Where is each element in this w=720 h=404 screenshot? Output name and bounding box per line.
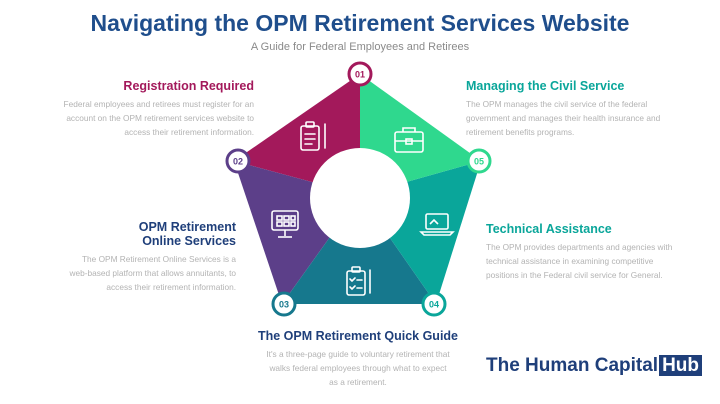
step-marker-05: 05 (466, 148, 492, 174)
clipboard-icon (300, 121, 326, 151)
step-02-description: The OPM Retirement Online Services is a … (69, 254, 237, 292)
step-01-block: Registration Required Federal employees … (60, 79, 254, 139)
svg-text:01: 01 (355, 70, 365, 80)
step-03-block: The OPM Retirement Quick Guide It's a th… (248, 329, 468, 389)
briefcase-icon (394, 127, 424, 153)
center-circle (310, 148, 410, 248)
brand-badge: Hub (659, 355, 703, 376)
laptop-icon (419, 213, 455, 236)
step-03-description: It's a three-page guide to voluntary ret… (266, 349, 450, 387)
step-marker-02: 02 (225, 148, 251, 174)
step-marker-04: 04 (421, 291, 447, 317)
step-05-description: The OPM manages the civil service of the… (466, 99, 661, 137)
step-marker-01: 01 (347, 61, 373, 87)
svg-text:05: 05 (474, 157, 484, 167)
step-01-description: Federal employees and retirees must regi… (63, 99, 254, 137)
step-04-title: Technical Assistance (486, 222, 612, 236)
segment-3 (282, 195, 436, 304)
page-title: Navigating the OPM Retirement Services W… (90, 10, 630, 36)
checklist-icon (346, 266, 371, 296)
svg-text:03: 03 (279, 300, 289, 310)
page-subtitle: A Guide for Federal Employees and Retire… (250, 41, 470, 53)
step-04-description: The OPM provides departments and agencie… (486, 242, 673, 280)
step-marker-03: 03 (271, 291, 297, 317)
step-01-title: Registration Required (123, 79, 254, 93)
step-05-block: Managing the Civil Service The OPM manag… (466, 79, 666, 139)
step-03-title: The OPM Retirement Quick Guide (257, 329, 459, 343)
brand-name: The Human Capital (486, 355, 659, 376)
computer-monitor-icon (271, 210, 299, 238)
step-05-title: Managing the Civil Service (466, 79, 625, 93)
step-04-block: Technical Assistance The OPM provides de… (486, 222, 682, 282)
step-02-block: OPM Retirement Online Services The OPM R… (64, 220, 237, 294)
svg-text:02: 02 (233, 157, 243, 167)
step-02-title: OPM Retirement Online Services (138, 220, 236, 248)
svg-text:04: 04 (429, 300, 439, 310)
